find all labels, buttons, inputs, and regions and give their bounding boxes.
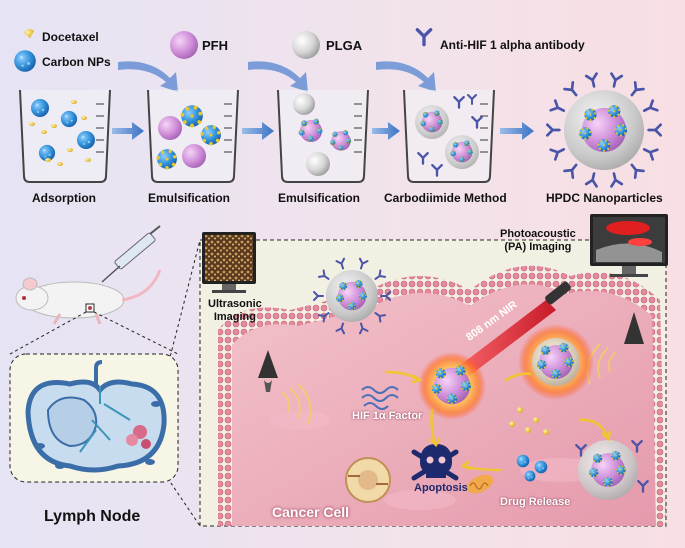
carbon-np-legend-icon bbox=[14, 50, 36, 72]
beaker-adsorption bbox=[19, 89, 111, 183]
lymph-node-label: Lymph Node bbox=[44, 508, 141, 525]
hpdc-nanoparticle-small bbox=[313, 257, 391, 335]
pathway-arrows bbox=[384, 370, 612, 472]
nucleus-organelle bbox=[345, 457, 391, 503]
antibody-icon bbox=[549, 143, 568, 161]
legend-carbon-nps-label: Carbon NPs bbox=[42, 55, 111, 69]
antibody-icon bbox=[647, 123, 662, 137]
antibody-icon bbox=[607, 171, 624, 188]
pa-imaging-label: Photoacoustic (PA) Imaging bbox=[500, 228, 576, 253]
step-arrows bbox=[112, 122, 534, 140]
beaker-carbodiimide bbox=[403, 89, 495, 183]
docetaxel-legend-icon bbox=[24, 29, 34, 38]
hpdc-nanoparticle bbox=[546, 72, 662, 188]
step-label-carbodiimide: Carbodiimide Method bbox=[384, 191, 507, 205]
hif-protein-icon bbox=[361, 386, 399, 410]
antibody-legend-icon bbox=[415, 28, 433, 47]
ultrasonic-monitor bbox=[202, 232, 256, 293]
antibody-icon bbox=[549, 99, 568, 117]
antibody-icon bbox=[607, 72, 624, 89]
legend-docetaxel-label: Docetaxel bbox=[42, 30, 99, 44]
beaker-emulsification-2 bbox=[277, 89, 369, 183]
antibody-icon bbox=[563, 160, 582, 179]
drug-release-label: Drug Release bbox=[500, 496, 571, 508]
pfh-legend-icon bbox=[170, 31, 198, 59]
antibody-icon bbox=[584, 171, 601, 188]
apoptosis-label: Apoptosis bbox=[414, 482, 468, 494]
legend-antibody-label: Anti-HIF 1 alpha antibody bbox=[440, 38, 585, 52]
step-label-emulsification-1: Emulsification bbox=[148, 191, 231, 205]
heated-nanoparticle-2 bbox=[518, 324, 594, 400]
beaker-emulsification-1 bbox=[147, 89, 239, 183]
legend-plga-label: PLGA bbox=[326, 38, 363, 53]
lymph-node-panel bbox=[9, 353, 179, 483]
hif-factor-label: HIF 1α Factor bbox=[352, 410, 423, 422]
antibody-icon bbox=[626, 81, 645, 100]
mitochondrion bbox=[466, 474, 494, 494]
apoptosis-skull-icon bbox=[411, 444, 459, 481]
antibody-icon bbox=[546, 123, 561, 137]
step-curved-arrows bbox=[118, 61, 436, 92]
ultrasound-transducer-left bbox=[258, 350, 312, 425]
syringe-icon bbox=[101, 225, 161, 283]
antibody-icon bbox=[626, 160, 645, 179]
step-label-emulsification-2: Emulsification bbox=[278, 191, 361, 205]
step-label-adsorption: Adsorption bbox=[32, 191, 96, 205]
step-label-hpdc: HPDC Nanoparticles bbox=[546, 191, 663, 205]
mouse-illustration bbox=[15, 269, 162, 325]
drug-releasing-nanoparticle bbox=[575, 440, 649, 500]
heated-nanoparticle-1 bbox=[418, 352, 486, 420]
plga-legend-icon bbox=[292, 31, 320, 59]
cancer-cell-label: Cancer Cell bbox=[272, 504, 350, 520]
ultrasonic-imaging-label: Ultrasonic Imaging bbox=[208, 298, 262, 323]
antibody-icon bbox=[563, 81, 582, 100]
antibody-icon bbox=[640, 143, 659, 161]
antibody-icon bbox=[584, 72, 601, 89]
released-drug-particles bbox=[509, 407, 549, 435]
legend-pfh-label: PFH bbox=[202, 38, 228, 53]
pa-imaging-monitor bbox=[590, 214, 668, 277]
antibody-icon bbox=[640, 99, 659, 117]
